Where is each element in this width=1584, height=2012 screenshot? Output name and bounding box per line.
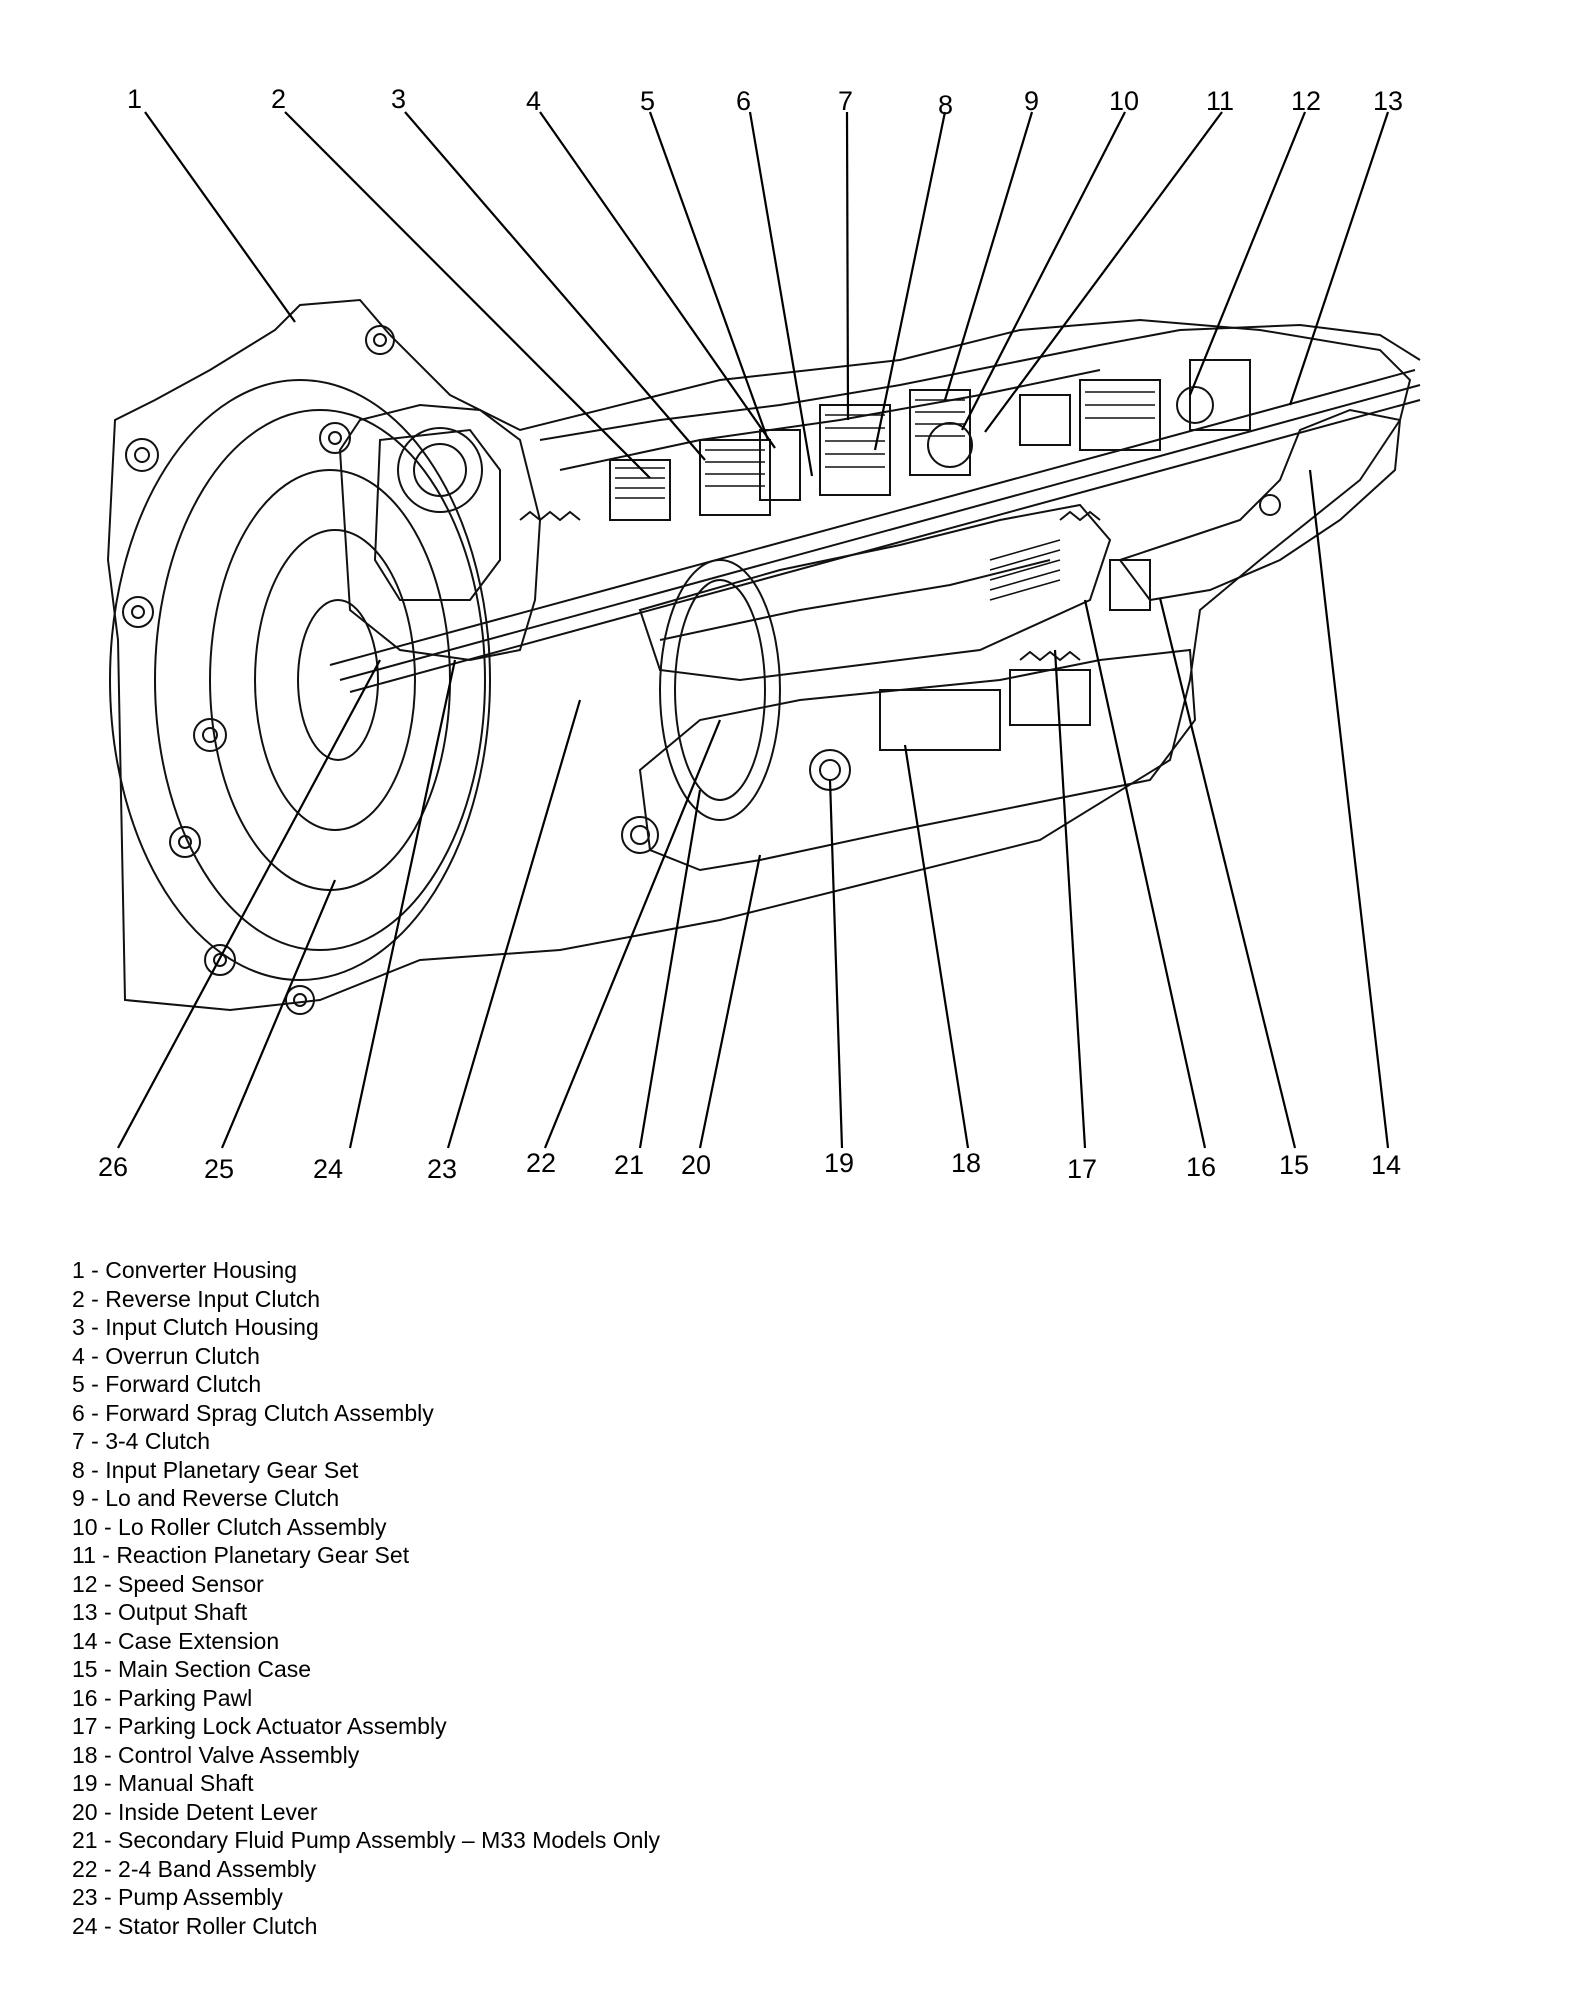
callout-23: 23 — [427, 1154, 457, 1184]
legend-item: 15 - Main Section Case — [72, 1656, 312, 1682]
callout-26: 26 — [98, 1152, 128, 1182]
callout-numbers: 1 2 3 4 5 6 7 8 9 10 11 12 13 14 15 16 1… — [98, 84, 1403, 1184]
callout-18: 18 — [951, 1148, 981, 1178]
legend-item: 21 - Secondary Fluid Pump Assembly – M33… — [72, 1827, 661, 1853]
parts-legend: 1 - Converter Housing 2 - Reverse Input … — [72, 1256, 660, 1940]
callout-19: 19 — [824, 1148, 854, 1178]
callout-9: 9 — [1024, 86, 1039, 116]
legend-item: 11 - Reaction Planetary Gear Set — [72, 1542, 410, 1568]
legend-item: 5 - Forward Clutch — [72, 1371, 262, 1397]
callout-11: 11 — [1206, 86, 1234, 116]
legend-item: 3 - Input Clutch Housing — [72, 1314, 319, 1340]
callout-16: 16 — [1186, 1152, 1216, 1182]
legend-item: 17 - Parking Lock Actuator Assembly — [72, 1713, 447, 1739]
main-shaft — [329, 369, 1416, 666]
callout-15: 15 — [1279, 1150, 1309, 1180]
legend-item: 24 - Stator Roller Clutch — [72, 1912, 318, 1939]
callout-3: 3 — [391, 84, 406, 114]
callout-4: 4 — [526, 86, 541, 116]
leader-lines — [117, 111, 1390, 1149]
legend-item: 22 - 2-4 Band Assembly — [72, 1855, 317, 1882]
transmission-illustration — [106, 298, 1421, 1015]
legend-item: 8 - Input Planetary Gear Set — [72, 1456, 359, 1483]
callout-12: 12 — [1291, 86, 1321, 116]
legend-item: 13 - Output Shaft — [72, 1599, 248, 1625]
legend-item: 23 - Pump Assembly — [72, 1884, 283, 1910]
callout-21: 21 — [614, 1150, 644, 1180]
callout-5: 5 — [640, 86, 655, 116]
callout-20: 20 — [681, 1150, 711, 1180]
legend-item: 19 - Manual Shaft — [72, 1770, 254, 1796]
legend-item: 6 - Forward Sprag Clutch Assembly — [72, 1399, 434, 1426]
callout-17: 17 — [1067, 1154, 1097, 1184]
clutch-plate-hatching — [615, 391, 1155, 601]
callout-8: 8 — [938, 90, 953, 120]
callout-6: 6 — [736, 86, 751, 116]
legend-item: 4 - Overrun Clutch — [72, 1342, 260, 1369]
callout-2: 2 — [271, 84, 286, 114]
converter-housing-outline — [106, 298, 1412, 1012]
legend-item: 20 - Inside Detent Lever — [72, 1798, 318, 1825]
legend-item: 12 - Speed Sensor — [72, 1570, 264, 1597]
transmission-cutaway-diagram: 1 2 3 4 5 6 7 8 9 10 11 12 13 14 15 16 1… — [98, 84, 1421, 1184]
callout-13: 13 — [1373, 86, 1403, 116]
callout-22: 22 — [526, 1148, 556, 1178]
legend-item: 14 - Case Extension — [72, 1627, 280, 1654]
legend-item: 7 - 3-4 Clutch — [72, 1428, 211, 1454]
legend-item: 16 - Parking Pawl — [72, 1684, 253, 1711]
callout-24: 24 — [313, 1154, 343, 1184]
callout-7: 7 — [838, 86, 853, 116]
legend-item: 2 - Reverse Input Clutch — [72, 1285, 321, 1312]
callout-25: 25 — [204, 1154, 234, 1184]
legend-item: 9 - Lo and Reverse Clutch — [72, 1485, 340, 1511]
legend-item: 18 - Control Valve Assembly — [72, 1741, 360, 1768]
legend-item: 1 - Converter Housing — [72, 1257, 297, 1283]
legend-item: 10 - Lo Roller Clutch Assembly — [72, 1513, 387, 1540]
callout-10: 10 — [1109, 86, 1139, 116]
callout-1: 1 — [127, 84, 142, 114]
callout-14: 14 — [1371, 1150, 1401, 1180]
